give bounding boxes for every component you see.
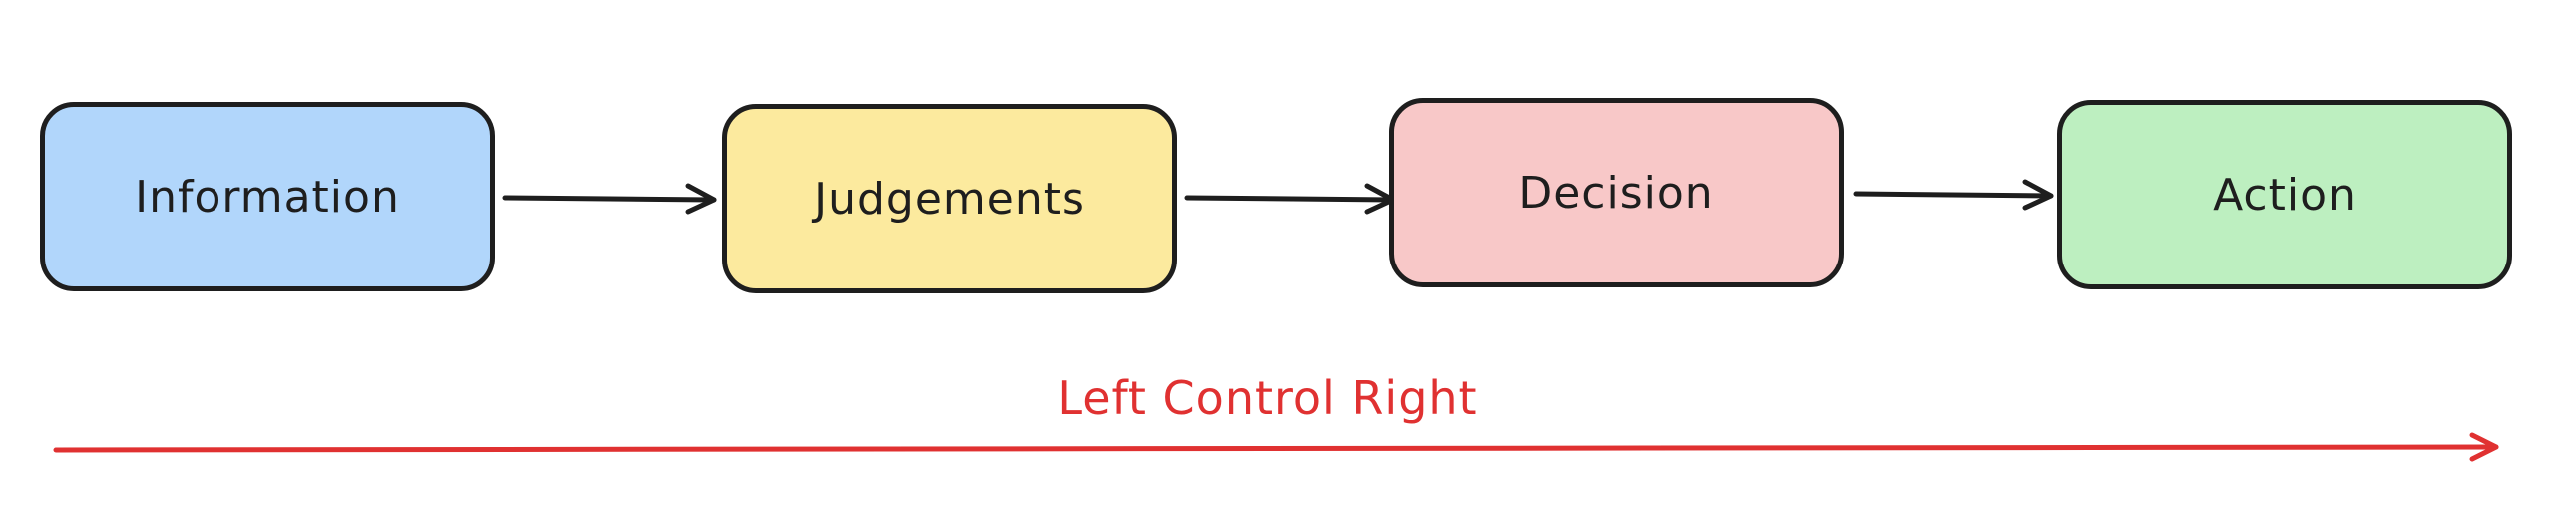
- control-axis-arrow: [53, 432, 2499, 462]
- arrow-decision-to-action: [1853, 179, 2054, 211]
- control-axis-label: Left Control Right: [1057, 371, 1478, 425]
- node-action-label: Action: [2213, 169, 2357, 221]
- node-action: Action: [2057, 100, 2512, 289]
- arrow-information-to-judgements: [502, 183, 717, 215]
- arrow-judgements-to-decision: [1184, 183, 1396, 215]
- node-decision: Decision: [1389, 98, 1844, 287]
- node-information: Information: [40, 102, 495, 291]
- node-judgements-label: Judgements: [814, 173, 1085, 225]
- node-information-label: Information: [135, 171, 400, 223]
- node-judgements: Judgements: [722, 104, 1177, 293]
- node-decision-label: Decision: [1518, 167, 1714, 219]
